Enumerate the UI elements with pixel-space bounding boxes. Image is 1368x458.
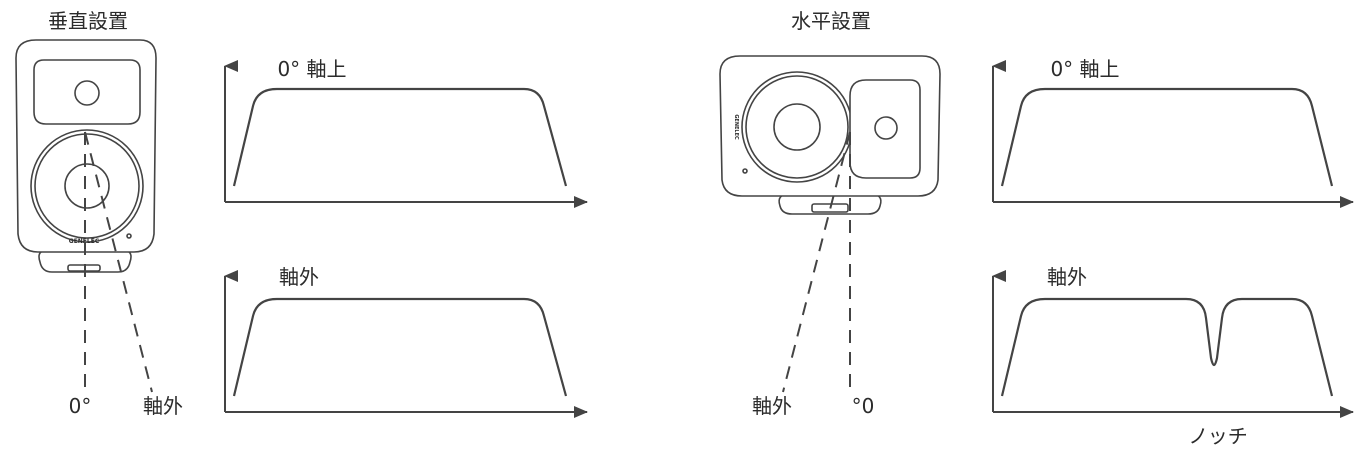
label-offaxis: 軸外 [752,394,792,418]
vertical-section: 垂直設置 GENELEC 0° 軸外 0° 軸上 軸外 [15,9,588,418]
offaxis-line [782,131,851,393]
tweeter [874,116,898,140]
offaxis-line [84,131,153,393]
label-onaxis: 0° [69,394,92,418]
label-onaxis: °0 [852,394,875,418]
vertical-title: 垂直設置 [48,9,128,33]
chart-horizontal-offaxis-label: 軸外 [1047,265,1087,289]
speaker-horizontal [719,55,941,215]
label-offaxis: 軸外 [143,394,183,418]
chart-horizontal-onaxis: 0° 軸上 [992,57,1354,208]
chart-vertical-onaxis-label: 0° 軸上 [277,57,346,81]
response-curve [232,87,568,187]
status-led [742,168,748,174]
woofer-cone [773,103,821,151]
notch-label: ノッチ [1188,424,1248,448]
tweeter [74,80,100,106]
chart-vertical-offaxis: 軸外 [224,265,588,418]
chart-horizontal-onaxis-label: 0° 軸上 [1050,57,1119,81]
response-curve [232,297,568,397]
speaker-logo: GENELEC [69,238,100,245]
chart-vertical-offaxis-label: 軸外 [279,265,319,289]
chart-vertical-onaxis: 0° 軸上 [224,57,588,208]
status-led [126,233,132,239]
horizontal-section: 水平設置 GENELEC 軸外 °0 0° 軸上 軸外 [719,9,1354,448]
response-curve-notch [1000,297,1334,397]
horizontal-title: 水平設置 [791,9,871,33]
speaker-logo: GENELEC [733,114,739,140]
speaker-vertical [15,39,157,273]
response-curve [1000,87,1334,187]
chart-horizontal-offaxis: 軸外 ノッチ [992,265,1354,448]
woofer-cone [64,163,110,209]
